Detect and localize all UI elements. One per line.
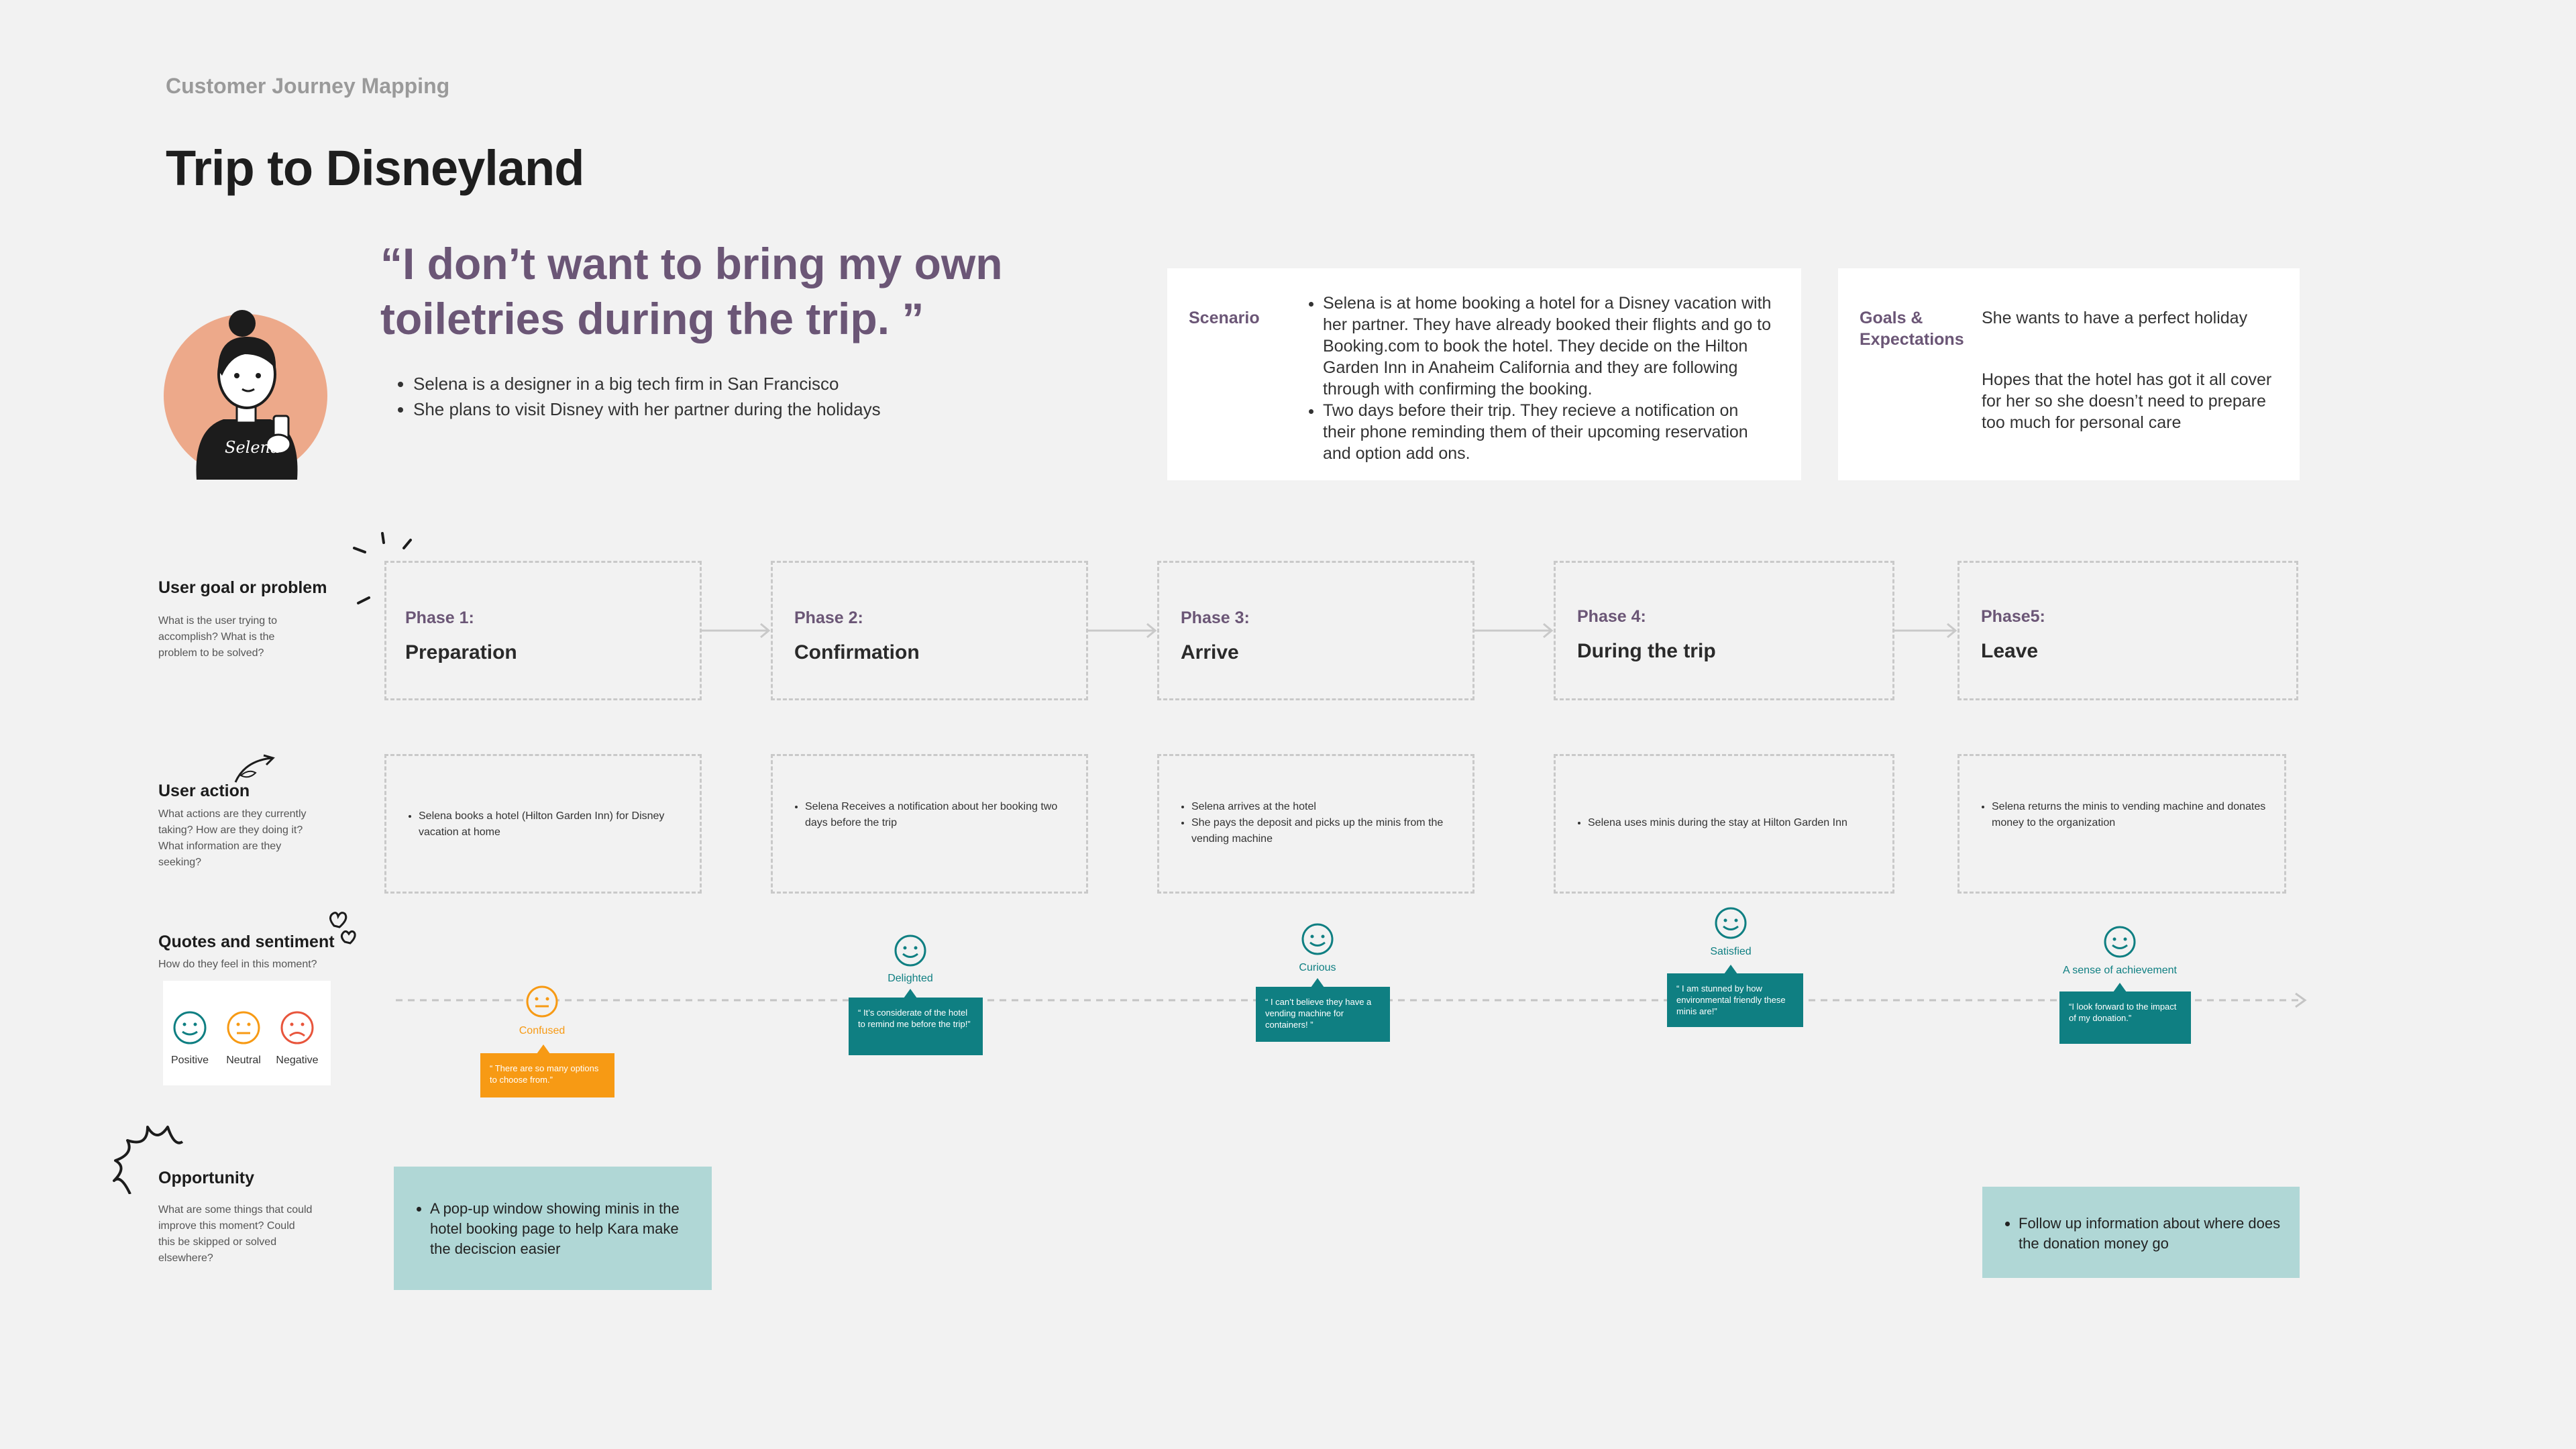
goals-card: Goals & Expectations She wants to have a… bbox=[1838, 268, 2300, 480]
phase-box: Phase 2: Confirmation bbox=[771, 561, 1088, 700]
action-box: Selena returns the minis to vending mach… bbox=[1957, 754, 2286, 894]
row-title-goal: User goal or problem bbox=[158, 578, 327, 597]
negative-face-icon bbox=[280, 1011, 314, 1044]
avatar-illustration: Selena bbox=[164, 310, 327, 480]
action-item: Selena books a hotel (Hilton Garden Inn)… bbox=[419, 808, 686, 841]
sentiment-quote-bubble: “ There are so many options to choose fr… bbox=[480, 1053, 614, 1097]
goals-text-2: Hopes that the hotel has got it all cove… bbox=[1982, 370, 2272, 432]
phase-box: Phase 3: Arrive bbox=[1157, 561, 1474, 700]
positive-face-icon bbox=[173, 1011, 207, 1044]
row-desc-action: What actions are they currently taking? … bbox=[158, 808, 307, 868]
row-title-action: User action bbox=[158, 782, 250, 800]
row-desc-goal: What is the user trying to accomplish? W… bbox=[158, 615, 277, 659]
bubble-pointer bbox=[2113, 983, 2127, 992]
row-title-quotes: Quotes and sentiment bbox=[158, 932, 335, 951]
scenario-card: Scenario Selena is at home booking a hot… bbox=[1167, 268, 1801, 480]
persona-quote-line-1: “I don’t want to bring my own bbox=[380, 239, 1003, 288]
connector-arrowhead bbox=[1947, 623, 1957, 639]
sparkle-doodle-icon bbox=[353, 532, 412, 604]
sentiment-quote-bubble: “ It’s considerate of the hotel to remin… bbox=[849, 998, 983, 1055]
persona-quote: “I don’t want to bring my own toiletries… bbox=[380, 236, 1091, 346]
scenario-list: Selena is at home booking a hotel for a … bbox=[1305, 292, 1775, 464]
sentiment-quote-bubble: “ I can’t believe they have a vending ma… bbox=[1256, 987, 1390, 1042]
scenario-item: Two days before their trip. They recieve… bbox=[1323, 400, 1775, 464]
sentiment-label: Curious bbox=[1299, 962, 1336, 973]
action-box: Selena Receives a notification about her… bbox=[771, 754, 1088, 894]
opportunity-card: A pop-up window showing minis in the hot… bbox=[394, 1167, 712, 1290]
opportunity-item: A pop-up window showing minis in the hot… bbox=[430, 1199, 696, 1259]
goals-label: Goals & Expectations bbox=[1860, 307, 1964, 350]
sentiment-legend: Positive Neutral Negative bbox=[163, 981, 331, 1085]
hearts-doodle-icon bbox=[329, 912, 356, 945]
phase-name: Arrive bbox=[1181, 641, 1239, 663]
bubble-pointer bbox=[1724, 965, 1737, 974]
sentiment-label: Delighted bbox=[888, 973, 933, 984]
neutral-face-icon bbox=[526, 985, 558, 1018]
goals-label-line-2: Expectations bbox=[1860, 330, 1964, 349]
phase-number: Phase 1: bbox=[405, 608, 474, 627]
row-desc-quotes: How do they feel in this moment? bbox=[158, 959, 317, 970]
row-desc-opportunity: What are some things that could improve … bbox=[158, 1204, 313, 1264]
legend-neutral-label: Neutral bbox=[226, 1055, 261, 1066]
action-item: Selena arrives at the hotel bbox=[1191, 799, 1458, 815]
phase-box: Phase 4: During the trip bbox=[1554, 561, 1894, 700]
bubble-pointer bbox=[1311, 978, 1324, 987]
action-box: Selena books a hotel (Hilton Garden Inn)… bbox=[384, 754, 702, 894]
scribble-doodle-icon bbox=[113, 1126, 184, 1194]
bubble-pointer bbox=[537, 1044, 550, 1054]
row-title-opportunity: Opportunity bbox=[158, 1169, 255, 1187]
legend-positive-label: Positive bbox=[170, 1055, 209, 1066]
connector-arrowhead bbox=[760, 623, 771, 639]
opportunity-card: Follow up information about where does t… bbox=[1982, 1187, 2300, 1278]
phase-name: During the trip bbox=[1577, 640, 1716, 662]
connector-arrowhead bbox=[1146, 623, 1157, 639]
positive-face-icon bbox=[894, 934, 926, 967]
action-item: Selena Receives a notification about her… bbox=[805, 799, 1072, 831]
connector-arrowhead bbox=[1543, 623, 1554, 639]
action-box: Selena uses minis during the stay at Hil… bbox=[1554, 754, 1894, 894]
scenario-label: Scenario bbox=[1189, 309, 1260, 327]
phase-box: Phase5: Leave bbox=[1957, 561, 2298, 700]
persona-avatar: Selena bbox=[163, 295, 331, 490]
breadcrumb: Customer Journey Mapping bbox=[166, 74, 450, 98]
action-item: Selena uses minis during the stay at Hil… bbox=[1588, 815, 1875, 831]
phase-name: Confirmation bbox=[794, 641, 920, 663]
sentiment-label: A sense of achievement bbox=[2063, 965, 2177, 976]
phase-number: Phase 3: bbox=[1181, 608, 1250, 627]
phase-number: Phase 2: bbox=[794, 608, 863, 627]
phase-box: Phase 1: Preparation bbox=[384, 561, 702, 700]
phase-number: Phase 4: bbox=[1577, 607, 1646, 626]
goals-text-1: She wants to have a perfect holiday bbox=[1982, 309, 2248, 327]
timeline-arrowhead bbox=[2295, 992, 2307, 1008]
phase-name: Preparation bbox=[405, 641, 517, 663]
avatar-name-text: Selena bbox=[225, 438, 280, 457]
positive-face-icon bbox=[1715, 907, 1747, 939]
bubble-pointer bbox=[904, 989, 917, 998]
persona-bullet: She plans to visit Disney with her partn… bbox=[413, 396, 881, 422]
persona-bullet: Selena is a designer in a big tech firm … bbox=[413, 371, 881, 396]
scenario-item: Selena is at home booking a hotel for a … bbox=[1323, 292, 1775, 400]
persona-quote-line-2: toiletries during the trip. ” bbox=[380, 294, 924, 343]
neutral-face-icon bbox=[227, 1011, 260, 1044]
sentiment-quote-bubble: “I look forward to the impact of my dona… bbox=[2059, 991, 2191, 1044]
action-item: Selena returns the minis to vending mach… bbox=[1992, 799, 2272, 831]
opportunity-item: Follow up information about where does t… bbox=[2019, 1214, 2284, 1254]
action-item: She pays the deposit and picks up the mi… bbox=[1191, 815, 1458, 847]
arrow-doodle-icon bbox=[234, 754, 275, 783]
positive-face-icon bbox=[1301, 923, 1334, 955]
sentiment-label: Confused bbox=[519, 1025, 566, 1036]
page-title: Trip to Disneyland bbox=[166, 140, 584, 196]
positive-face-icon bbox=[2104, 926, 2136, 958]
sentiment-label: Satisfied bbox=[1710, 946, 1752, 957]
sentiment-quote-bubble: “ I am stunned by how environmental frie… bbox=[1667, 973, 1803, 1027]
phase-number: Phase5: bbox=[1981, 607, 2045, 626]
goals-label-line-1: Goals & bbox=[1860, 309, 1923, 327]
phase-name: Leave bbox=[1981, 640, 2039, 662]
legend-negative-label: Negative bbox=[276, 1055, 319, 1066]
action-box: Selena arrives at the hotel She pays the… bbox=[1157, 754, 1474, 894]
persona-bullets: Selena is a designer in a big tech firm … bbox=[396, 371, 881, 422]
legend-faces bbox=[173, 1011, 314, 1044]
